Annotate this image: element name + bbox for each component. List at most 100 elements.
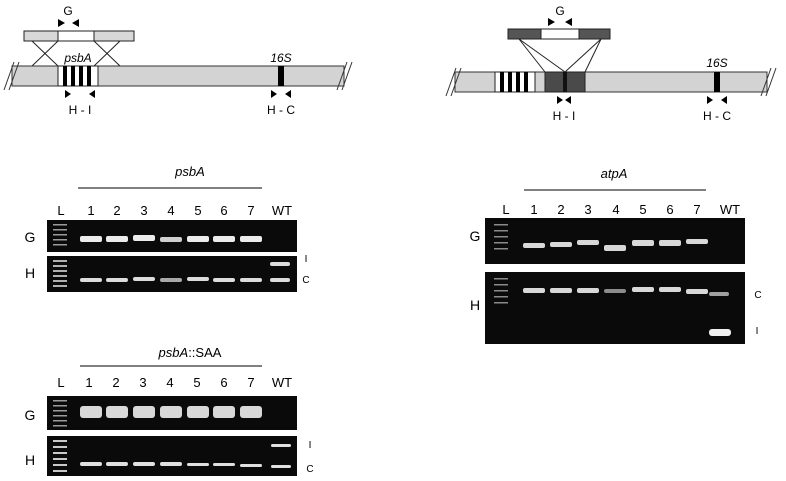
recombination-line (93, 40, 121, 67)
band-i-label: I (309, 440, 312, 451)
break-mark (450, 67, 462, 97)
recombination-line (518, 38, 546, 73)
sample-bands-h (80, 262, 290, 282)
ref-gene-label: 16S (270, 51, 291, 65)
break-mark (8, 61, 20, 91)
gel-title-gene: psbA (158, 345, 189, 360)
lane-label: 5 (193, 375, 200, 390)
recombination-line (564, 38, 602, 73)
lane-label: 3 (140, 203, 147, 218)
break-mark (341, 61, 353, 91)
ladder-label: L (57, 203, 64, 218)
primer-g-label: G (555, 4, 564, 18)
band-c-label: C (754, 290, 761, 301)
lane-label: 7 (247, 203, 254, 218)
ladder-label: L (502, 202, 509, 217)
cassette-gene (57, 30, 95, 42)
gel-title: psbA (174, 164, 205, 179)
band-i-label: I (305, 254, 308, 265)
primer-forward-arrow (58, 19, 65, 27)
wt-label: WT (720, 202, 740, 217)
gel-image-h (47, 436, 297, 476)
band-c-label: C (306, 464, 313, 475)
16s-marker (714, 72, 720, 92)
lane-label: 4 (166, 375, 173, 390)
gel-panel-psbA: psbA L 1 2 3 4 5 6 7 WT G H (25, 164, 310, 292)
lane-label: 7 (247, 375, 254, 390)
break-mark (760, 67, 772, 97)
primer-forward-arrow (548, 18, 555, 26)
ladder-bands (53, 224, 67, 246)
lane-label: 2 (113, 203, 120, 218)
lane-label: 3 (139, 375, 146, 390)
lane-label: 4 (612, 202, 619, 217)
lane-label: 4 (167, 203, 174, 218)
break-mark (445, 67, 457, 97)
sample-bands-g (80, 406, 262, 418)
row-h-label: H (470, 297, 480, 313)
recombination-line (518, 38, 566, 73)
lane-label: 5 (639, 202, 646, 217)
recombination-line (31, 40, 59, 67)
primer-h-arrow (707, 96, 713, 104)
row-h-label: H (25, 452, 35, 468)
sample-bands-h (523, 287, 731, 336)
wt-label: WT (272, 203, 292, 218)
lane-label: 1 (85, 375, 92, 390)
primer-hi-label: H - I (553, 109, 576, 123)
primer-reverse-arrow (72, 19, 79, 27)
primer-h-arrow (271, 90, 277, 98)
sample-bands-h (80, 444, 291, 468)
ladder-bands (494, 224, 508, 250)
sample-bands-g (523, 239, 708, 251)
lane-label: 6 (666, 202, 673, 217)
construct-map-psbA: G psbA 16S H - I H - C (3, 4, 353, 117)
row-g-label: G (470, 228, 481, 244)
psbA-gene-box (57, 65, 99, 87)
primer-i-arrow (89, 90, 95, 98)
row-g-label: G (25, 229, 36, 245)
lane-label: 1 (87, 203, 94, 218)
lane-label: 3 (584, 202, 591, 217)
primer-hc-label: H - C (703, 109, 731, 123)
gel-panel-psbA-SAA: psbA::SAA L 1 2 3 4 5 6 7 WT G H (25, 345, 314, 476)
row-g-label: G (25, 407, 36, 423)
recombination-line (584, 38, 602, 73)
primer-i-arrow (565, 96, 571, 104)
gel-title: atpA (601, 166, 628, 181)
ladder-bands (53, 260, 67, 287)
insertion-site (563, 72, 567, 92)
ref-gene-label: 16S (706, 56, 727, 70)
ladder-bands (53, 400, 67, 427)
lane-label: 5 (194, 203, 201, 218)
gel-title: psbA::SAA (158, 345, 222, 360)
band-i-label: I (756, 326, 759, 337)
sample-bands-g (80, 235, 262, 242)
primer-hi-label: H - I (69, 103, 92, 117)
lane-label: 6 (220, 375, 227, 390)
primer-h-arrow (557, 96, 563, 104)
lane-label: 2 (557, 202, 564, 217)
lane-label: 2 (112, 375, 119, 390)
gel-panel-atpA: atpA L 1 2 3 4 5 6 7 WT G H (470, 166, 762, 344)
lane-label: 1 (530, 202, 537, 217)
primer-g-label: G (63, 4, 72, 18)
row-h-label: H (25, 265, 35, 281)
gel-title-suffix: ::SAA (188, 345, 222, 360)
primer-hc-label: H - C (267, 103, 295, 117)
lane-label: 6 (220, 203, 227, 218)
wt-label: WT (272, 375, 292, 390)
ladder-bands (494, 278, 508, 304)
ladder-label: L (57, 375, 64, 390)
primer-c-arrow (285, 90, 291, 98)
break-mark (765, 67, 777, 97)
cassette-gene (540, 28, 580, 40)
primer-h-arrow (65, 90, 71, 98)
construct-map-atpA: G 16S H - I H - C (445, 4, 777, 123)
gel-image-h (485, 272, 745, 344)
gel-image-h (47, 256, 297, 292)
break-mark (336, 61, 348, 91)
break-mark (3, 61, 15, 91)
lane-label: 7 (693, 202, 700, 217)
